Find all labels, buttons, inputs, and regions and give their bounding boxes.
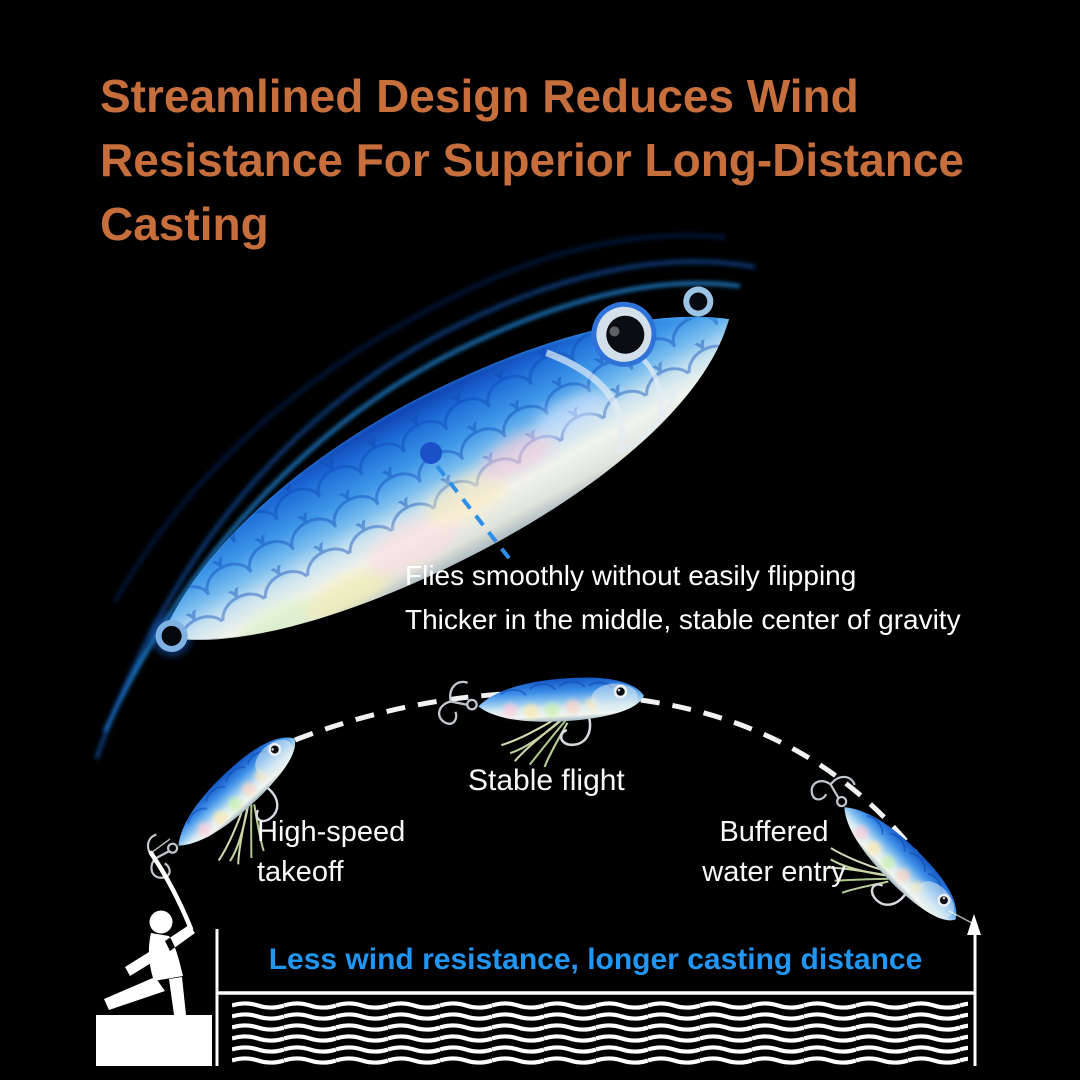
fishing-rod xyxy=(148,850,194,932)
label-buffered-water-entry: Buffered water entry xyxy=(702,816,846,888)
water-entry-arrow-icon xyxy=(967,914,981,935)
fisherman-casting-silhouette-icon xyxy=(96,838,212,1066)
label-stable-flight: Stable flight xyxy=(468,764,625,797)
nose-eyelet xyxy=(683,286,714,317)
title-line-3: Casting xyxy=(100,198,269,250)
callout-text-line2: Thicker in the middle, stable center of … xyxy=(405,604,961,635)
title-line-1: Streamlined Design Reduces Wind xyxy=(100,70,859,122)
mini-jig-lure-stable xyxy=(438,672,648,772)
center-of-gravity-dot-icon xyxy=(420,442,442,464)
tail-eyelet xyxy=(155,619,188,652)
shore-block xyxy=(96,1015,212,1066)
label-high-speed-takeoff: High-speed takeoff xyxy=(257,816,406,888)
distance-measure-lines xyxy=(215,910,977,1066)
main-lure-eye xyxy=(591,301,657,367)
speed-glow-arcs xyxy=(94,232,756,760)
lure-to-arrow-line xyxy=(948,910,973,924)
fishing-line xyxy=(150,838,171,854)
callout-text-line1: Flies smoothly without easily flipping xyxy=(405,560,857,591)
water-wave-lines-icon xyxy=(232,1000,968,1066)
dashed-flight-arc-icon xyxy=(294,690,954,905)
title-line-2: Resistance For Superior Long-Distance xyxy=(100,134,964,186)
page-title: Streamlined Design Reduces Wind Resistan… xyxy=(100,64,964,256)
footer-caption: Less wind resistance, longer casting dis… xyxy=(268,943,923,976)
